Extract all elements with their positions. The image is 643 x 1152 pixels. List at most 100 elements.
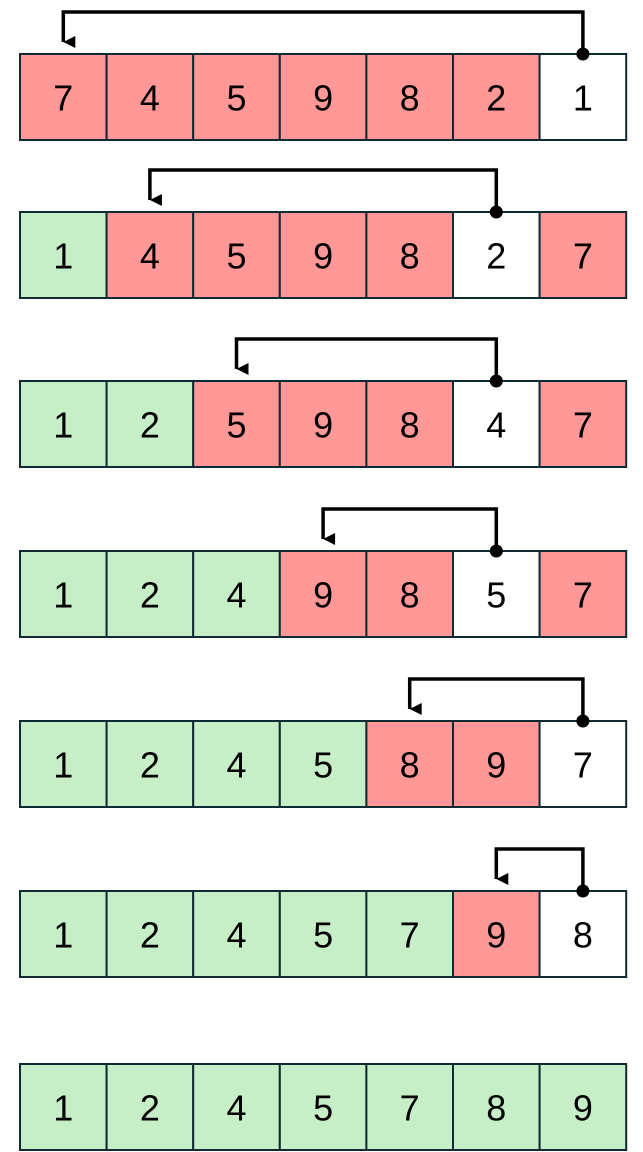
cell-value: 8 (400, 405, 420, 446)
cell-box-sorted (19, 720, 108, 808)
cell-box-unsorted (105, 53, 195, 141)
swap-arrow (61, 10, 590, 61)
array-cell: 1 (19, 720, 108, 808)
cell-value: 4 (226, 745, 246, 786)
cell-value: 4 (140, 78, 160, 119)
cell-box-unsorted (19, 53, 108, 141)
array-cell: 1 (19, 380, 108, 468)
cell-value: 4 (226, 1088, 246, 1129)
cell-box-minimum (538, 720, 628, 808)
array-cell: 5 (192, 53, 281, 141)
cell-value: 1 (53, 236, 73, 277)
cell-box-sorted (452, 1063, 541, 1151)
cell-box-unsorted (538, 380, 628, 468)
cell-box-minimum (452, 380, 541, 468)
cell-box-sorted (19, 890, 108, 978)
array-cell: 9 (278, 380, 368, 468)
array-cell: 7 (538, 720, 628, 808)
cell-value: 4 (140, 236, 160, 277)
cell-value: 8 (400, 745, 420, 786)
cell-box-unsorted (365, 720, 454, 808)
cell-value: 9 (313, 405, 333, 446)
swap-arrow-line (494, 847, 585, 891)
array-cell: 7 (538, 550, 628, 638)
swap-arrow-line (321, 507, 499, 551)
cell-box-unsorted (192, 211, 281, 299)
cell-value: 8 (400, 236, 420, 277)
cell-box-unsorted (538, 550, 628, 638)
cell-box-sorted (105, 720, 195, 808)
array-cell: 7 (538, 380, 628, 468)
array-cell: 2 (452, 211, 541, 299)
cell-value: 1 (53, 915, 73, 956)
cell-box-minimum (452, 550, 541, 638)
cell-box-sorted (192, 890, 281, 978)
array-cell: 5 (192, 380, 281, 468)
array-cell: 1 (538, 53, 628, 141)
array-cell: 7 (538, 211, 628, 299)
array-cell: 2 (105, 550, 195, 638)
array-cell: 4 (192, 550, 281, 638)
cell-box-sorted (365, 1063, 454, 1151)
cell-box-unsorted (365, 550, 454, 638)
cell-value: 9 (313, 78, 333, 119)
cell-value: 5 (226, 78, 246, 119)
array-cell: 9 (278, 550, 368, 638)
array-cell: 8 (365, 211, 454, 299)
cell-value: 2 (140, 575, 160, 616)
cell-value: 7 (53, 78, 73, 119)
cell-value: 7 (573, 236, 593, 277)
cell-value: 9 (313, 236, 333, 277)
cell-value: 1 (53, 1088, 73, 1129)
cell-value: 8 (400, 78, 420, 119)
cell-value: 5 (486, 575, 506, 616)
array-cell: 1 (19, 211, 108, 299)
cell-value: 2 (140, 745, 160, 786)
swap-origin-dot (489, 374, 503, 388)
cell-box-sorted (105, 380, 195, 468)
swap-arrow-line (407, 677, 585, 721)
cell-box-unsorted (278, 380, 368, 468)
cell-box-sorted (105, 550, 195, 638)
cell-value: 7 (400, 1088, 420, 1129)
swap-arrow-line (234, 337, 499, 381)
array-cell: 5 (278, 720, 368, 808)
swap-arrow (321, 507, 503, 558)
array-cell: 5 (278, 1063, 368, 1151)
cell-box-unsorted (278, 550, 368, 638)
array-cell: 1 (19, 1063, 108, 1151)
array-cell: 4 (192, 720, 281, 808)
array-cell: 7 (365, 1063, 454, 1151)
cell-box-unsorted (192, 380, 281, 468)
cell-box-sorted (19, 1063, 108, 1151)
cell-value: 4 (226, 575, 246, 616)
cell-box-unsorted (192, 53, 281, 141)
cell-box-unsorted (452, 890, 541, 978)
array-cell: 2 (105, 720, 195, 808)
cell-value: 5 (313, 1088, 333, 1129)
cell-box-sorted (19, 380, 108, 468)
cell-value: 7 (573, 745, 593, 786)
array-cell: 9 (452, 890, 541, 978)
array-cell: 1 (19, 550, 108, 638)
cell-value: 2 (140, 915, 160, 956)
cell-box-minimum (538, 890, 628, 978)
array-cell: 8 (365, 53, 454, 141)
cell-value: 1 (53, 405, 73, 446)
cell-value: 2 (140, 1088, 160, 1129)
array-cell: 8 (538, 890, 628, 978)
array-cell: 9 (278, 53, 368, 141)
cell-box-unsorted (365, 53, 454, 141)
cell-value: 4 (486, 405, 506, 446)
array-cell: 1 (19, 890, 108, 978)
cell-value: 7 (573, 405, 593, 446)
cell-value: 1 (573, 78, 593, 119)
swap-arrow (234, 337, 503, 388)
cell-value: 5 (226, 236, 246, 277)
swap-arrow (148, 168, 503, 219)
swap-origin-dot (576, 47, 590, 61)
